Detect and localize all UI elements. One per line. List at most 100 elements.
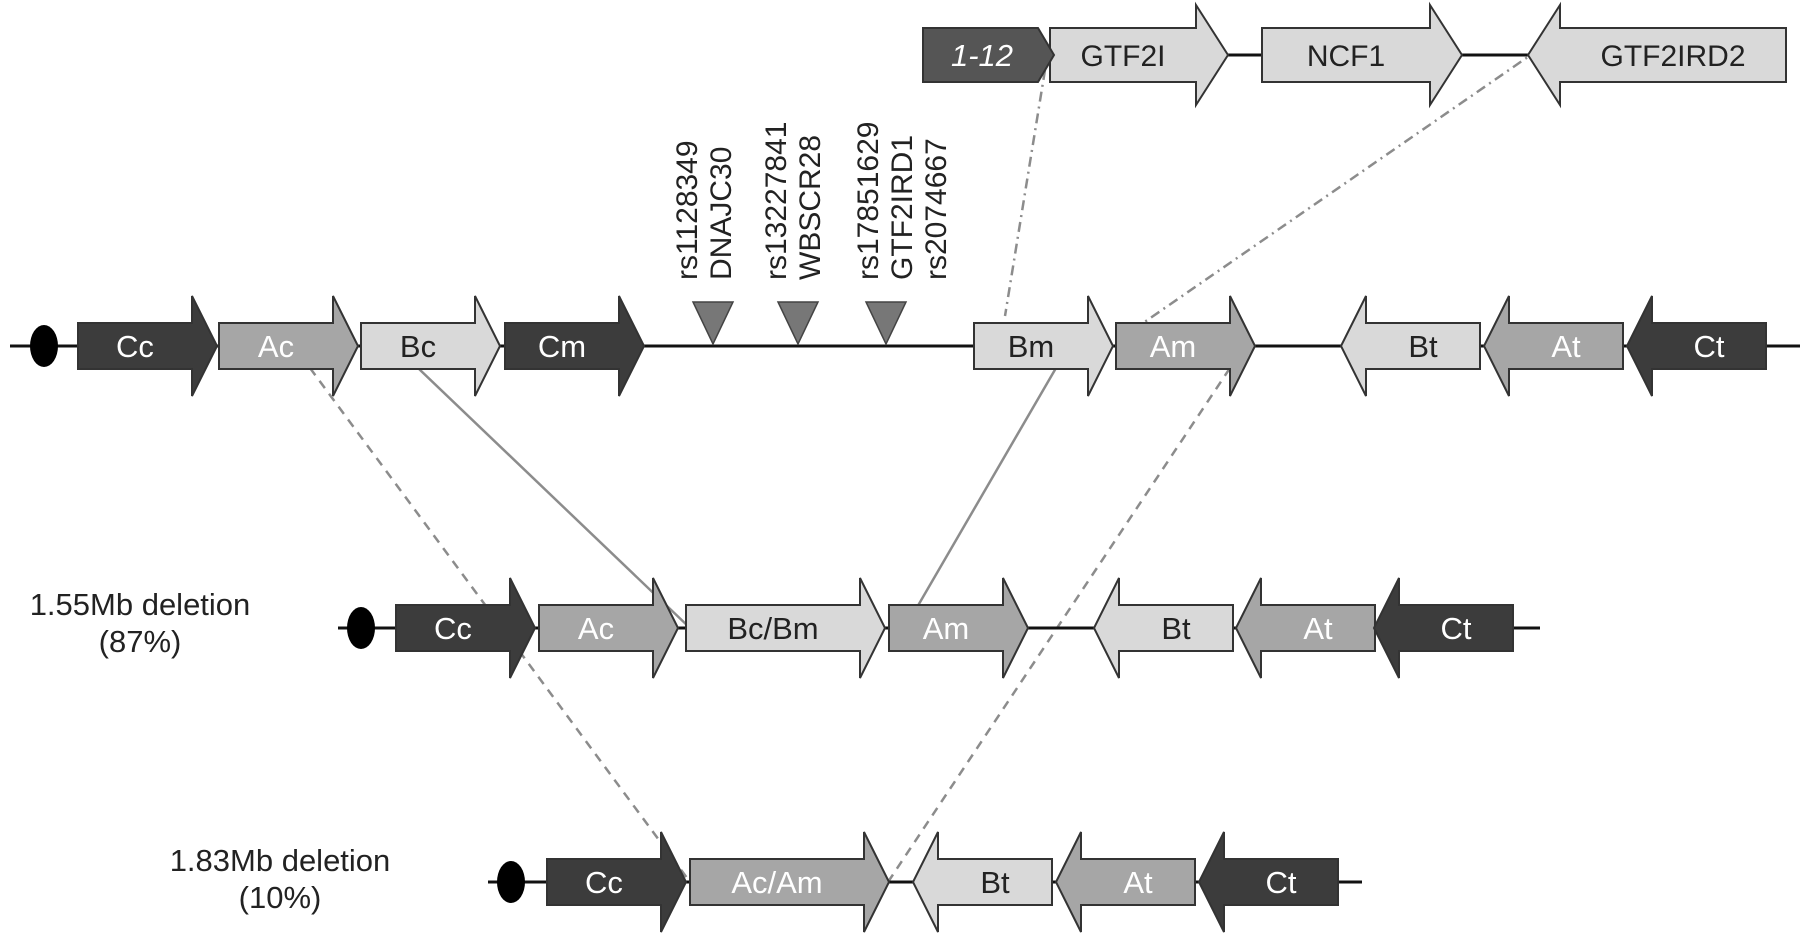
block-bm: Bm [973,295,1115,397]
block-arrow [1115,295,1257,397]
block-label: Ct [1694,329,1725,364]
block-label: Bm [1008,329,1055,364]
deletion-183-label: 1.83Mb deletion (10%) [150,842,410,916]
block-label: Bc [400,329,436,364]
deletion-155-label: 1.55Mb deletion (87%) [10,586,270,660]
block-label: At [1123,865,1153,900]
block-arrow [1054,831,1196,933]
block-label: Ct [1441,611,1472,646]
block-label: Ct [1266,865,1297,900]
snp-label: rs1128349 [671,140,704,280]
block-label: Ac [258,329,294,364]
block-arrow [1234,577,1376,679]
gene-arrow [1261,1,1464,109]
block-am: Am [888,577,1030,679]
block-ac-am: Ac/Am [689,831,891,933]
gene-label: GTF2I [1080,40,1165,73]
gene-label: NCF1 [1307,40,1385,73]
block-cm: Cm [504,295,646,397]
connector-lines [308,50,1536,883]
block-at: At [1482,295,1624,397]
snp-marker-triangle [864,301,908,346]
block-label: At [1551,329,1581,364]
block-ac: Ac [538,577,680,679]
connector-line [417,367,691,629]
deletion-183-title: 1.83Mb deletion [169,843,391,878]
block-arrow [1372,577,1514,679]
block-cc: Cc [395,577,537,679]
block-label: Bt [1161,611,1191,646]
block-bt: Bt [1339,295,1481,397]
block-label: Am [923,611,970,646]
snp-label: rs17851629 [852,122,885,280]
block-cc: Cc [546,831,688,933]
block-am: Am [1115,295,1257,397]
block-label: Ac [578,611,614,646]
block-ct: Ct [1625,295,1767,397]
block-ct: Ct [1372,577,1514,679]
deletion-183-percent: (10%) [238,880,322,915]
snp-label: WBSCR28 [794,135,827,280]
block-ct: Ct [1197,831,1339,933]
block-at: At [1234,577,1376,679]
block-label: Cm [538,329,586,364]
block-arrow [504,295,646,397]
block-bt: Bt [911,831,1053,933]
block-arrow [1482,295,1624,397]
block-arrow [546,831,688,933]
deletion-155-percent: (87%) [98,624,182,659]
exon-block: 1-12 [922,27,1056,83]
block-label: At [1303,611,1333,646]
block-arrow [1625,295,1767,397]
centromere-marker [497,861,525,903]
block-arrow [685,577,887,679]
gene-detail-panel: GTF2I 1-12 NCF1 GTF2IRD2 [922,1,1787,109]
centromere-marker [30,325,58,367]
block-at: At [1054,831,1196,933]
snp-marker-triangle [776,301,820,346]
block-arrow [395,577,537,679]
snp-label: GTF2IRD1 [886,135,919,280]
snp-marker-triangle [691,301,735,346]
connector-line [886,367,1232,883]
block-arrow [538,577,680,679]
block-arrow [218,295,360,397]
snp-label: rs13227841 [760,122,793,280]
exon-label: 1-12 [951,38,1013,73]
deletion-155-title: 1.55Mb deletion [29,587,251,622]
snp-label: DNAJC30 [705,147,738,280]
block-arrow [77,295,219,397]
block-label: Ac/Am [731,865,822,900]
block-arrow [973,295,1115,397]
block-bt: Bt [1092,577,1234,679]
block-arrow [1092,577,1234,679]
block-arrow [689,831,891,933]
block-label: Bt [1408,329,1438,364]
exon-shape [922,27,1056,83]
block-cc: Cc [77,295,219,397]
block-label: Cc [585,865,623,900]
block-label: Am [1150,329,1197,364]
connector-line [1003,69,1047,317]
gene-label: GTF2IRD2 [1600,40,1745,73]
gene-gtf2ird2: GTF2IRD2 [1526,1,1787,109]
block-label: Cc [434,611,472,646]
gene-arrow [1526,1,1787,109]
block-label: Cc [116,329,154,364]
block-arrow [1339,295,1481,397]
block-ac: Ac [218,295,360,397]
connector-line [308,367,692,883]
connector-line [1132,50,1536,332]
gene-ncf1: NCF1 [1261,1,1464,109]
block-arrow [360,295,502,397]
block-arrow [1197,831,1339,933]
centromere-marker [347,607,375,649]
gene-gtf2i: GTF2I [1049,1,1230,109]
block-label: Bt [980,865,1010,900]
connector-line [903,367,1058,629]
block-bc-bm: Bc/Bm [685,577,887,679]
block-label: Bc/Bm [727,611,818,646]
